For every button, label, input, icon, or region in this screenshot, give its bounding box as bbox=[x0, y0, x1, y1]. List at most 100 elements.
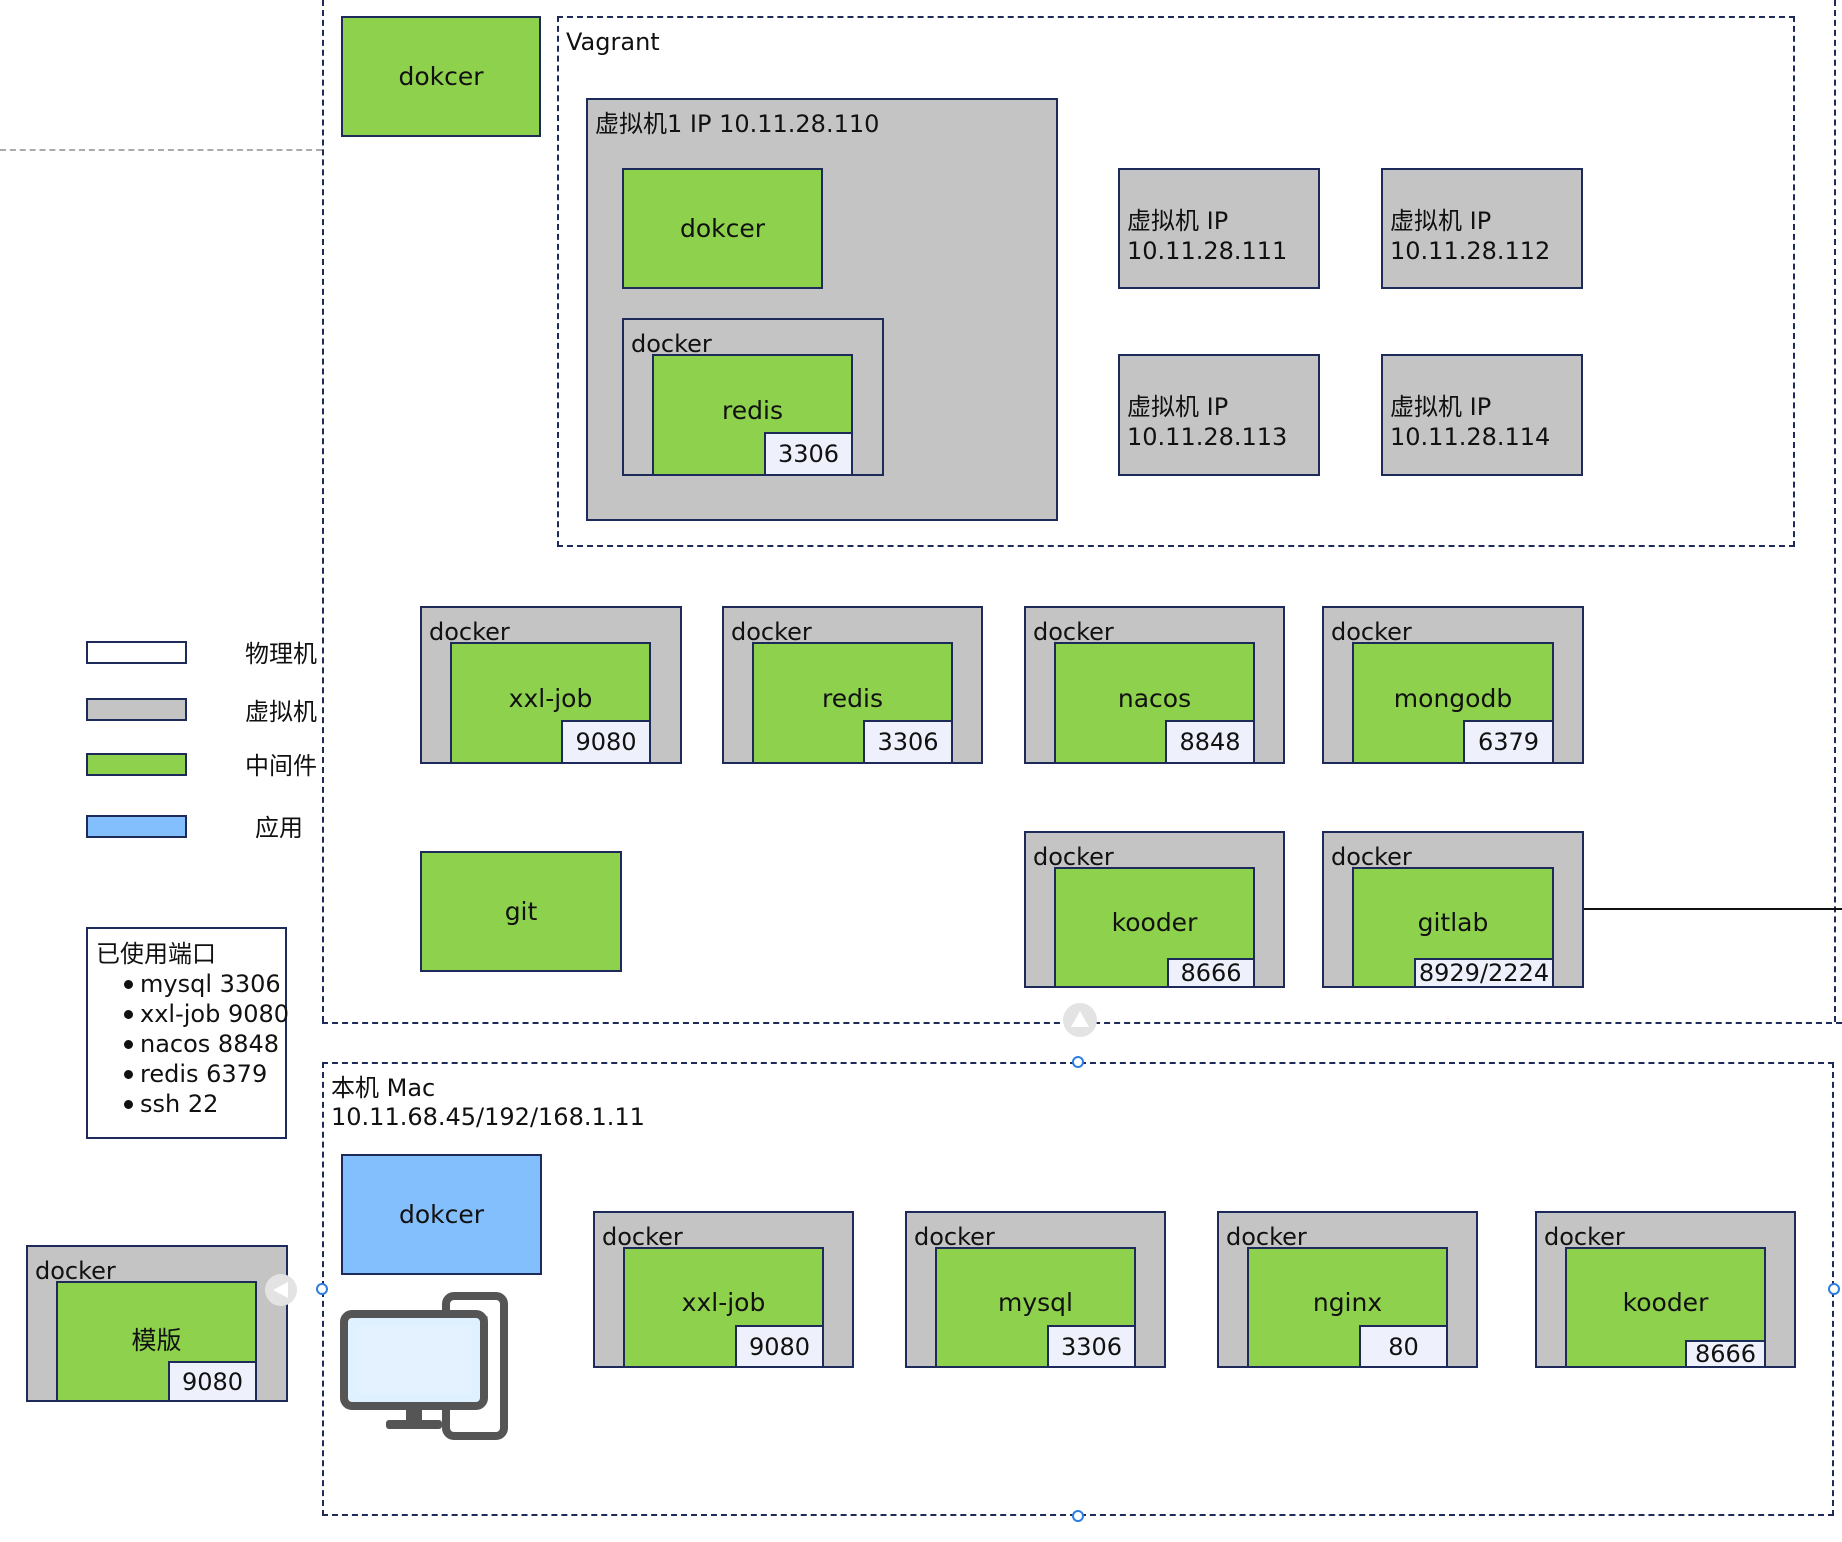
xxl-job-port: 9080 bbox=[561, 720, 651, 764]
vm-112-label: 虚拟机 IP 10.11.28.112 bbox=[1390, 207, 1551, 265]
kooder-port: 8666 bbox=[1167, 958, 1255, 988]
mac-dokcer-box[interactable]: dokcer bbox=[341, 1154, 542, 1275]
vm-113-label: 虚拟机 IP 10.11.28.113 bbox=[1127, 393, 1288, 451]
top-dokcer-box[interactable]: dokcer bbox=[341, 16, 541, 137]
used-port-item: ssh 22 bbox=[124, 1089, 285, 1119]
mac-title-line1: 本机 Mac bbox=[331, 1074, 436, 1102]
main-frame-right-edge bbox=[1834, 0, 1836, 1022]
vm1-dokcer-box[interactable]: dokcer bbox=[622, 168, 823, 289]
nacos-label: nacos bbox=[1117, 683, 1192, 713]
left-gray-dashed-line bbox=[0, 149, 322, 151]
mac-nginx-label: nginx bbox=[1312, 1288, 1383, 1317]
mongodb-port: 6379 bbox=[1463, 720, 1554, 764]
docker-label: docker bbox=[731, 618, 812, 646]
legend-label-physical: 物理机 bbox=[245, 640, 317, 668]
vagrant-label: Vagrant bbox=[566, 28, 660, 56]
template-port: 9080 bbox=[168, 1361, 257, 1402]
computer-icon bbox=[340, 1292, 508, 1440]
mac-nginx-port-label: 80 bbox=[1388, 1332, 1419, 1361]
mac-mysql-label: mysql bbox=[998, 1288, 1073, 1317]
vm-box-112[interactable]: 虚拟机 IP 10.11.28.112 bbox=[1381, 168, 1583, 289]
used-port-item: mysql 3306 bbox=[124, 969, 285, 999]
nacos-port: 8848 bbox=[1165, 720, 1255, 764]
docker-label: docker bbox=[429, 618, 510, 646]
kooder-label: kooder bbox=[1111, 908, 1198, 937]
docker-label: docker bbox=[1331, 618, 1412, 646]
kooder-port-label: 8666 bbox=[1180, 959, 1242, 987]
used-ports-list: mysql 3306 xxl-job 9080 nacos 8848 redis… bbox=[124, 969, 289, 1119]
vm1-docker-label: docker bbox=[631, 330, 712, 358]
used-ports-box: 已使用端口 mysql 3306 xxl-job 9080 nacos 8848… bbox=[86, 927, 289, 1139]
mac-kooder-port: 8666 bbox=[1685, 1340, 1766, 1368]
mac-mysql-port: 3306 bbox=[1047, 1325, 1136, 1368]
docker-label: docker bbox=[1033, 843, 1114, 871]
docker-label: docker bbox=[914, 1223, 995, 1251]
mac-kooder-label: kooder bbox=[1622, 1288, 1709, 1317]
mac-nginx-box[interactable]: nginx bbox=[1247, 1247, 1448, 1368]
vm1-title: 虚拟机1 IP 10.11.28.110 bbox=[595, 110, 880, 138]
vm-box-111[interactable]: 虚拟机 IP 10.11.28.111 bbox=[1118, 168, 1320, 289]
vm1-redis-label: redis bbox=[722, 395, 783, 425]
docker-label: docker bbox=[1544, 1223, 1625, 1251]
vm1-dokcer-label: dokcer bbox=[679, 214, 766, 243]
top-dokcer-label: dokcer bbox=[398, 62, 484, 91]
redis-port: 3306 bbox=[863, 720, 953, 764]
legend-swatch-middleware bbox=[86, 753, 187, 776]
mac-xxl-job-label: xxl-job bbox=[681, 1288, 766, 1317]
vm-114-label: 虚拟机 IP 10.11.28.114 bbox=[1390, 393, 1551, 451]
vm1-redis-port: 3306 bbox=[764, 432, 853, 476]
vm-box-113[interactable]: 虚拟机 IP 10.11.28.113 bbox=[1118, 354, 1320, 476]
redis-label: redis bbox=[822, 683, 883, 713]
vagrant-group: Vagrant bbox=[557, 16, 1795, 547]
handle-mac-top[interactable] bbox=[1072, 1056, 1084, 1068]
vm-111-label: 虚拟机 IP 10.11.28.111 bbox=[1127, 207, 1288, 265]
template-port-label: 9080 bbox=[181, 1367, 244, 1396]
template-label: 模版 bbox=[131, 1325, 182, 1355]
gitlab-port-label: 8929/2224 bbox=[1418, 959, 1550, 987]
gitlab-label: gitlab bbox=[1417, 908, 1489, 937]
legend-label-vm: 虚拟机 bbox=[245, 698, 317, 726]
mac-dokcer-label: dokcer bbox=[398, 1200, 485, 1229]
gitlab-connector-line bbox=[1584, 908, 1842, 910]
used-port-item: xxl-job 9080 bbox=[124, 999, 289, 1029]
xxl-job-port-label: 9080 bbox=[575, 728, 637, 756]
git-label: git bbox=[504, 897, 538, 926]
up-arrow-glyph bbox=[1071, 1011, 1089, 1027]
left-arrow-glyph bbox=[273, 1282, 288, 1298]
docker-label: docker bbox=[1226, 1223, 1307, 1251]
git-box[interactable]: git bbox=[420, 851, 622, 972]
mongodb-port-label: 6379 bbox=[1477, 728, 1540, 756]
mac-nginx-port: 80 bbox=[1359, 1325, 1448, 1368]
up-arrow-icon[interactable] bbox=[1063, 1003, 1097, 1037]
mac-title-line2: 10.11.68.45/192/168.1.11 bbox=[331, 1103, 645, 1131]
mac-xxl-job-port-label: 9080 bbox=[748, 1332, 811, 1361]
docker-label: docker bbox=[1331, 843, 1412, 871]
used-port-item: redis 6379 bbox=[124, 1059, 285, 1089]
vm1-redis-port-label: 3306 bbox=[777, 440, 840, 468]
used-ports-title: 已使用端口 bbox=[96, 940, 216, 968]
mac-kooder-port-label: 8666 bbox=[1694, 1340, 1757, 1368]
legend-swatch-vm bbox=[86, 698, 187, 721]
handle-mac-right[interactable] bbox=[1828, 1283, 1840, 1295]
mongodb-label: mongodb bbox=[1393, 683, 1513, 713]
legend-label-middleware: 中间件 bbox=[245, 752, 317, 780]
left-arrow-icon[interactable] bbox=[265, 1274, 297, 1306]
docker-label: docker bbox=[602, 1223, 683, 1251]
used-port-item: nacos 8848 bbox=[124, 1029, 285, 1059]
legend-label-app: 应用 bbox=[255, 814, 303, 842]
nacos-port-label: 8848 bbox=[1179, 728, 1241, 756]
xxl-job-label: xxl-job bbox=[508, 683, 593, 713]
redis-port-label: 3306 bbox=[877, 728, 939, 756]
legend-swatch-app bbox=[86, 815, 187, 838]
template-docker-label: docker bbox=[35, 1257, 116, 1285]
docker-label: docker bbox=[1033, 618, 1114, 646]
vm1-redis-box[interactable]: redis bbox=[652, 354, 853, 476]
vm-box-114[interactable]: 虚拟机 IP 10.11.28.114 bbox=[1381, 354, 1583, 476]
gitlab-port: 8929/2224 bbox=[1414, 958, 1554, 988]
legend-swatch-physical bbox=[86, 641, 187, 664]
handle-mac-bottom[interactable] bbox=[1072, 1510, 1084, 1522]
handle-mac-left[interactable] bbox=[316, 1283, 328, 1295]
main-frame-left-edge bbox=[322, 0, 324, 1022]
mac-xxl-job-port: 9080 bbox=[735, 1325, 824, 1368]
mac-mysql-port-label: 3306 bbox=[1060, 1332, 1123, 1361]
